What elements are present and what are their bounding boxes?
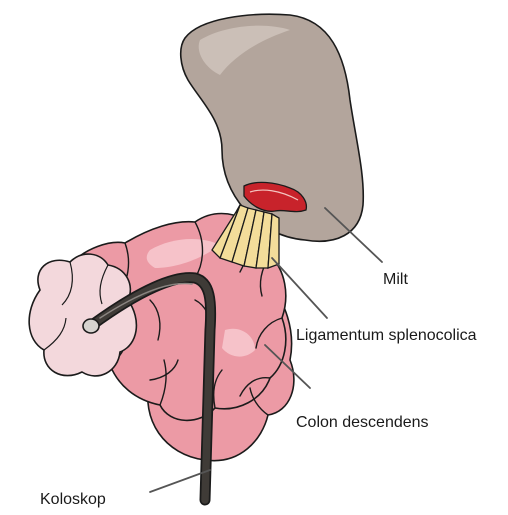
label-milt: Milt	[383, 272, 408, 288]
label-ligamentum-splenocolica: Ligamentum splenocolica	[296, 328, 477, 344]
label-colon-descendens: Colon descendens	[296, 415, 429, 431]
label-koloskop: Koloskop	[40, 492, 106, 508]
scope-tip	[83, 319, 99, 333]
spleen	[181, 14, 364, 241]
